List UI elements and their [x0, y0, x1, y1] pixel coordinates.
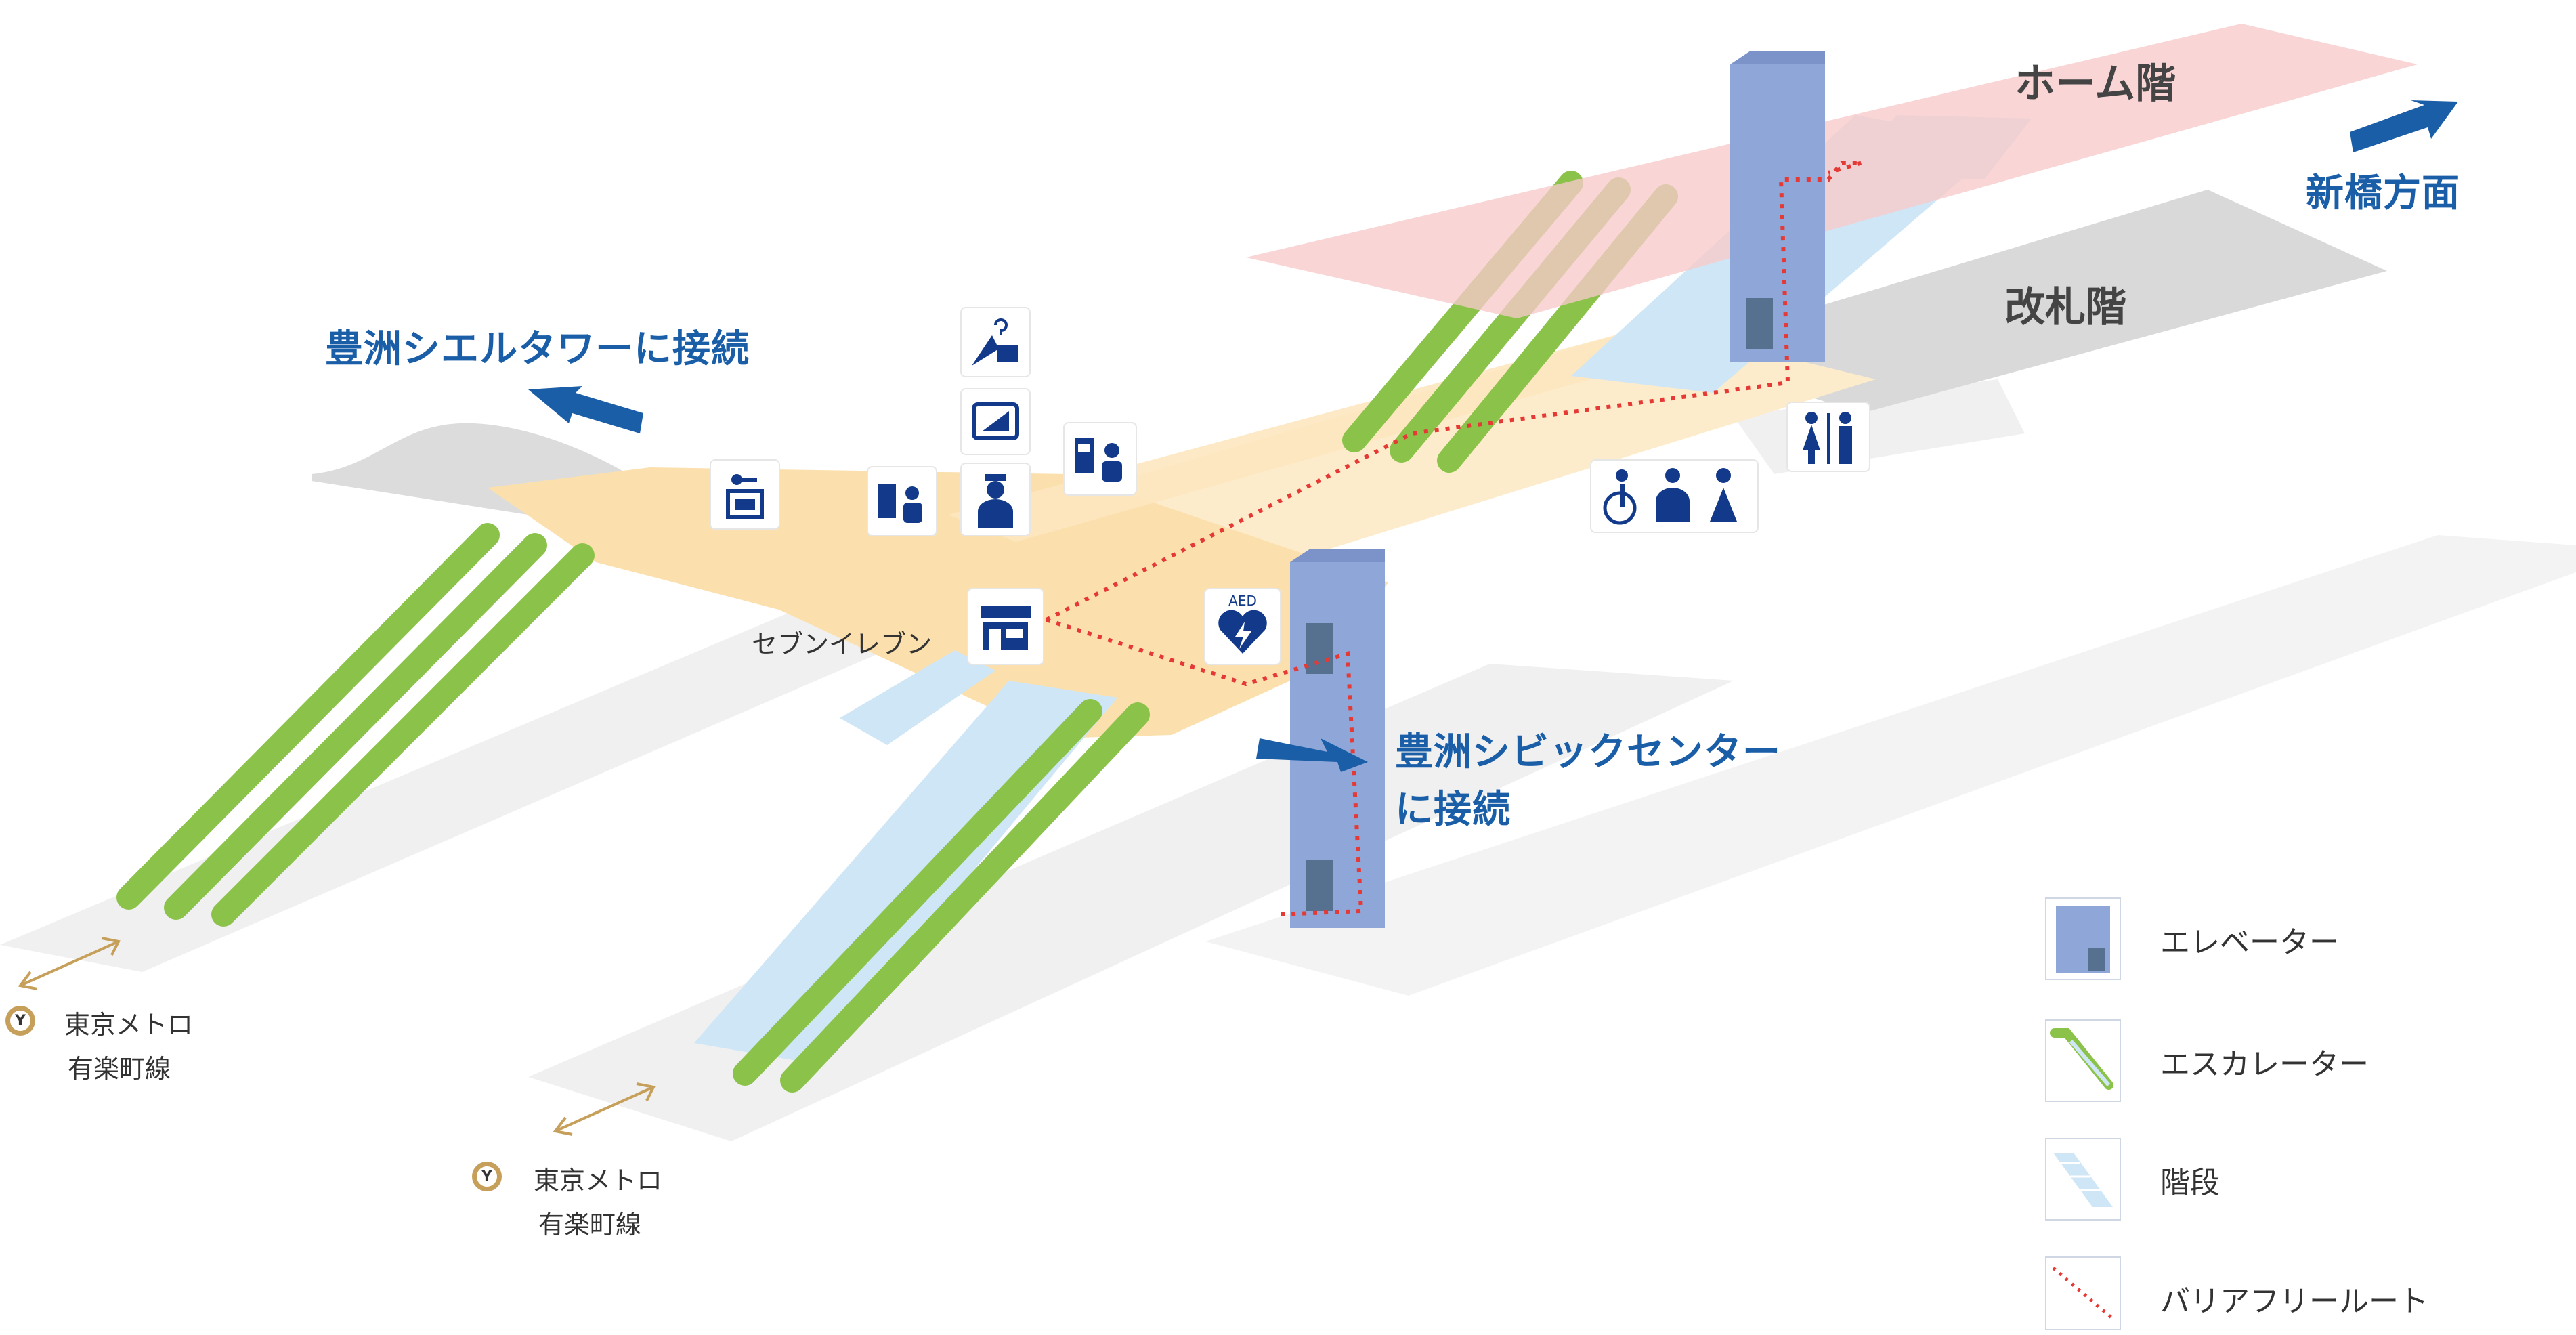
escalator-lower: [733, 699, 1150, 1093]
aed-label: AED: [1228, 593, 1257, 609]
legend-elevator-label: エレベーター: [2160, 925, 2339, 960]
legend-elevator-icon: [2045, 897, 2121, 980]
gate-floor: [1666, 190, 2387, 413]
track-strip-right: [1205, 535, 2576, 996]
stairs-center-lower: [840, 650, 995, 745]
elevator-upper: [1730, 51, 1825, 362]
arrow-civic-center-icon: [1256, 738, 1368, 772]
shell-tower-connection-label: 豊洲シエルタワーに接続: [325, 327, 750, 371]
barrier-free-route: [1045, 161, 1863, 622]
legend-stairs-icon: [2045, 1138, 2121, 1221]
metro-line-left-line1: 東京メトロ: [64, 1010, 194, 1040]
legend-escalator-icon: [2045, 1019, 2121, 1102]
concourse-light: [1002, 325, 1876, 576]
platform-floor-label: ホーム階: [2015, 60, 2176, 108]
aed-icon: AED: [1205, 589, 1280, 664]
legend-barrier-free-route-icon: [2045, 1256, 2121, 1330]
elevator-lower: [1290, 549, 1385, 928]
civic-center-connection-label-line2: に接続: [1395, 788, 1511, 832]
arrow-shimbashi-icon: [2350, 100, 2458, 152]
metro-line-mid-line2: 有楽町線: [538, 1210, 642, 1239]
metro-badge-left: Y: [5, 1006, 35, 1036]
civic-center-connection-label-line1: 豊洲シビックセンター: [1395, 730, 1781, 774]
barrier-free-route-lower: [1046, 618, 1364, 916]
track-strip-left: [0, 603, 941, 972]
restroom-icon: [1788, 403, 1869, 471]
escalator-left: [116, 523, 595, 927]
store-icon: [968, 589, 1043, 664]
arrow-shell-tower-icon: [528, 386, 643, 433]
ic-card-icon: [962, 389, 1029, 454]
legend-stairs-label: 階段: [2160, 1166, 2220, 1200]
metro-direction-arrow-left: [18, 937, 121, 990]
coin-locker-icon: [711, 461, 779, 528]
metro-badge-mid: Y: [472, 1162, 502, 1191]
station-staff-icon: [962, 464, 1029, 535]
lost-and-found-icon: [962, 308, 1029, 376]
multipurpose-toilet-icon: [1591, 461, 1757, 532]
platform-floor: [1246, 24, 2418, 318]
concourse-main: [488, 467, 1388, 738]
shimbashi-direction-label: 新橋方面: [2306, 171, 2460, 215]
ticket-machine-staff-icon: [868, 467, 936, 535]
metro-line-mid-line1: 東京メトロ: [534, 1166, 663, 1195]
metro-direction-arrow-mid: [553, 1082, 656, 1136]
gate-floor-label: 改札階: [2004, 284, 2126, 331]
legend-barrier-free-route-label: バリアフリールート: [2160, 1284, 2428, 1319]
seven-eleven-label: セブンイレブン: [752, 629, 932, 659]
concourse-strip: [948, 325, 1734, 542]
metro-line-left-line2: 有楽町線: [68, 1054, 171, 1084]
fare-adjustment-icon: [1065, 423, 1136, 494]
legend-escalator-label: エスカレーター: [2160, 1047, 2369, 1082]
